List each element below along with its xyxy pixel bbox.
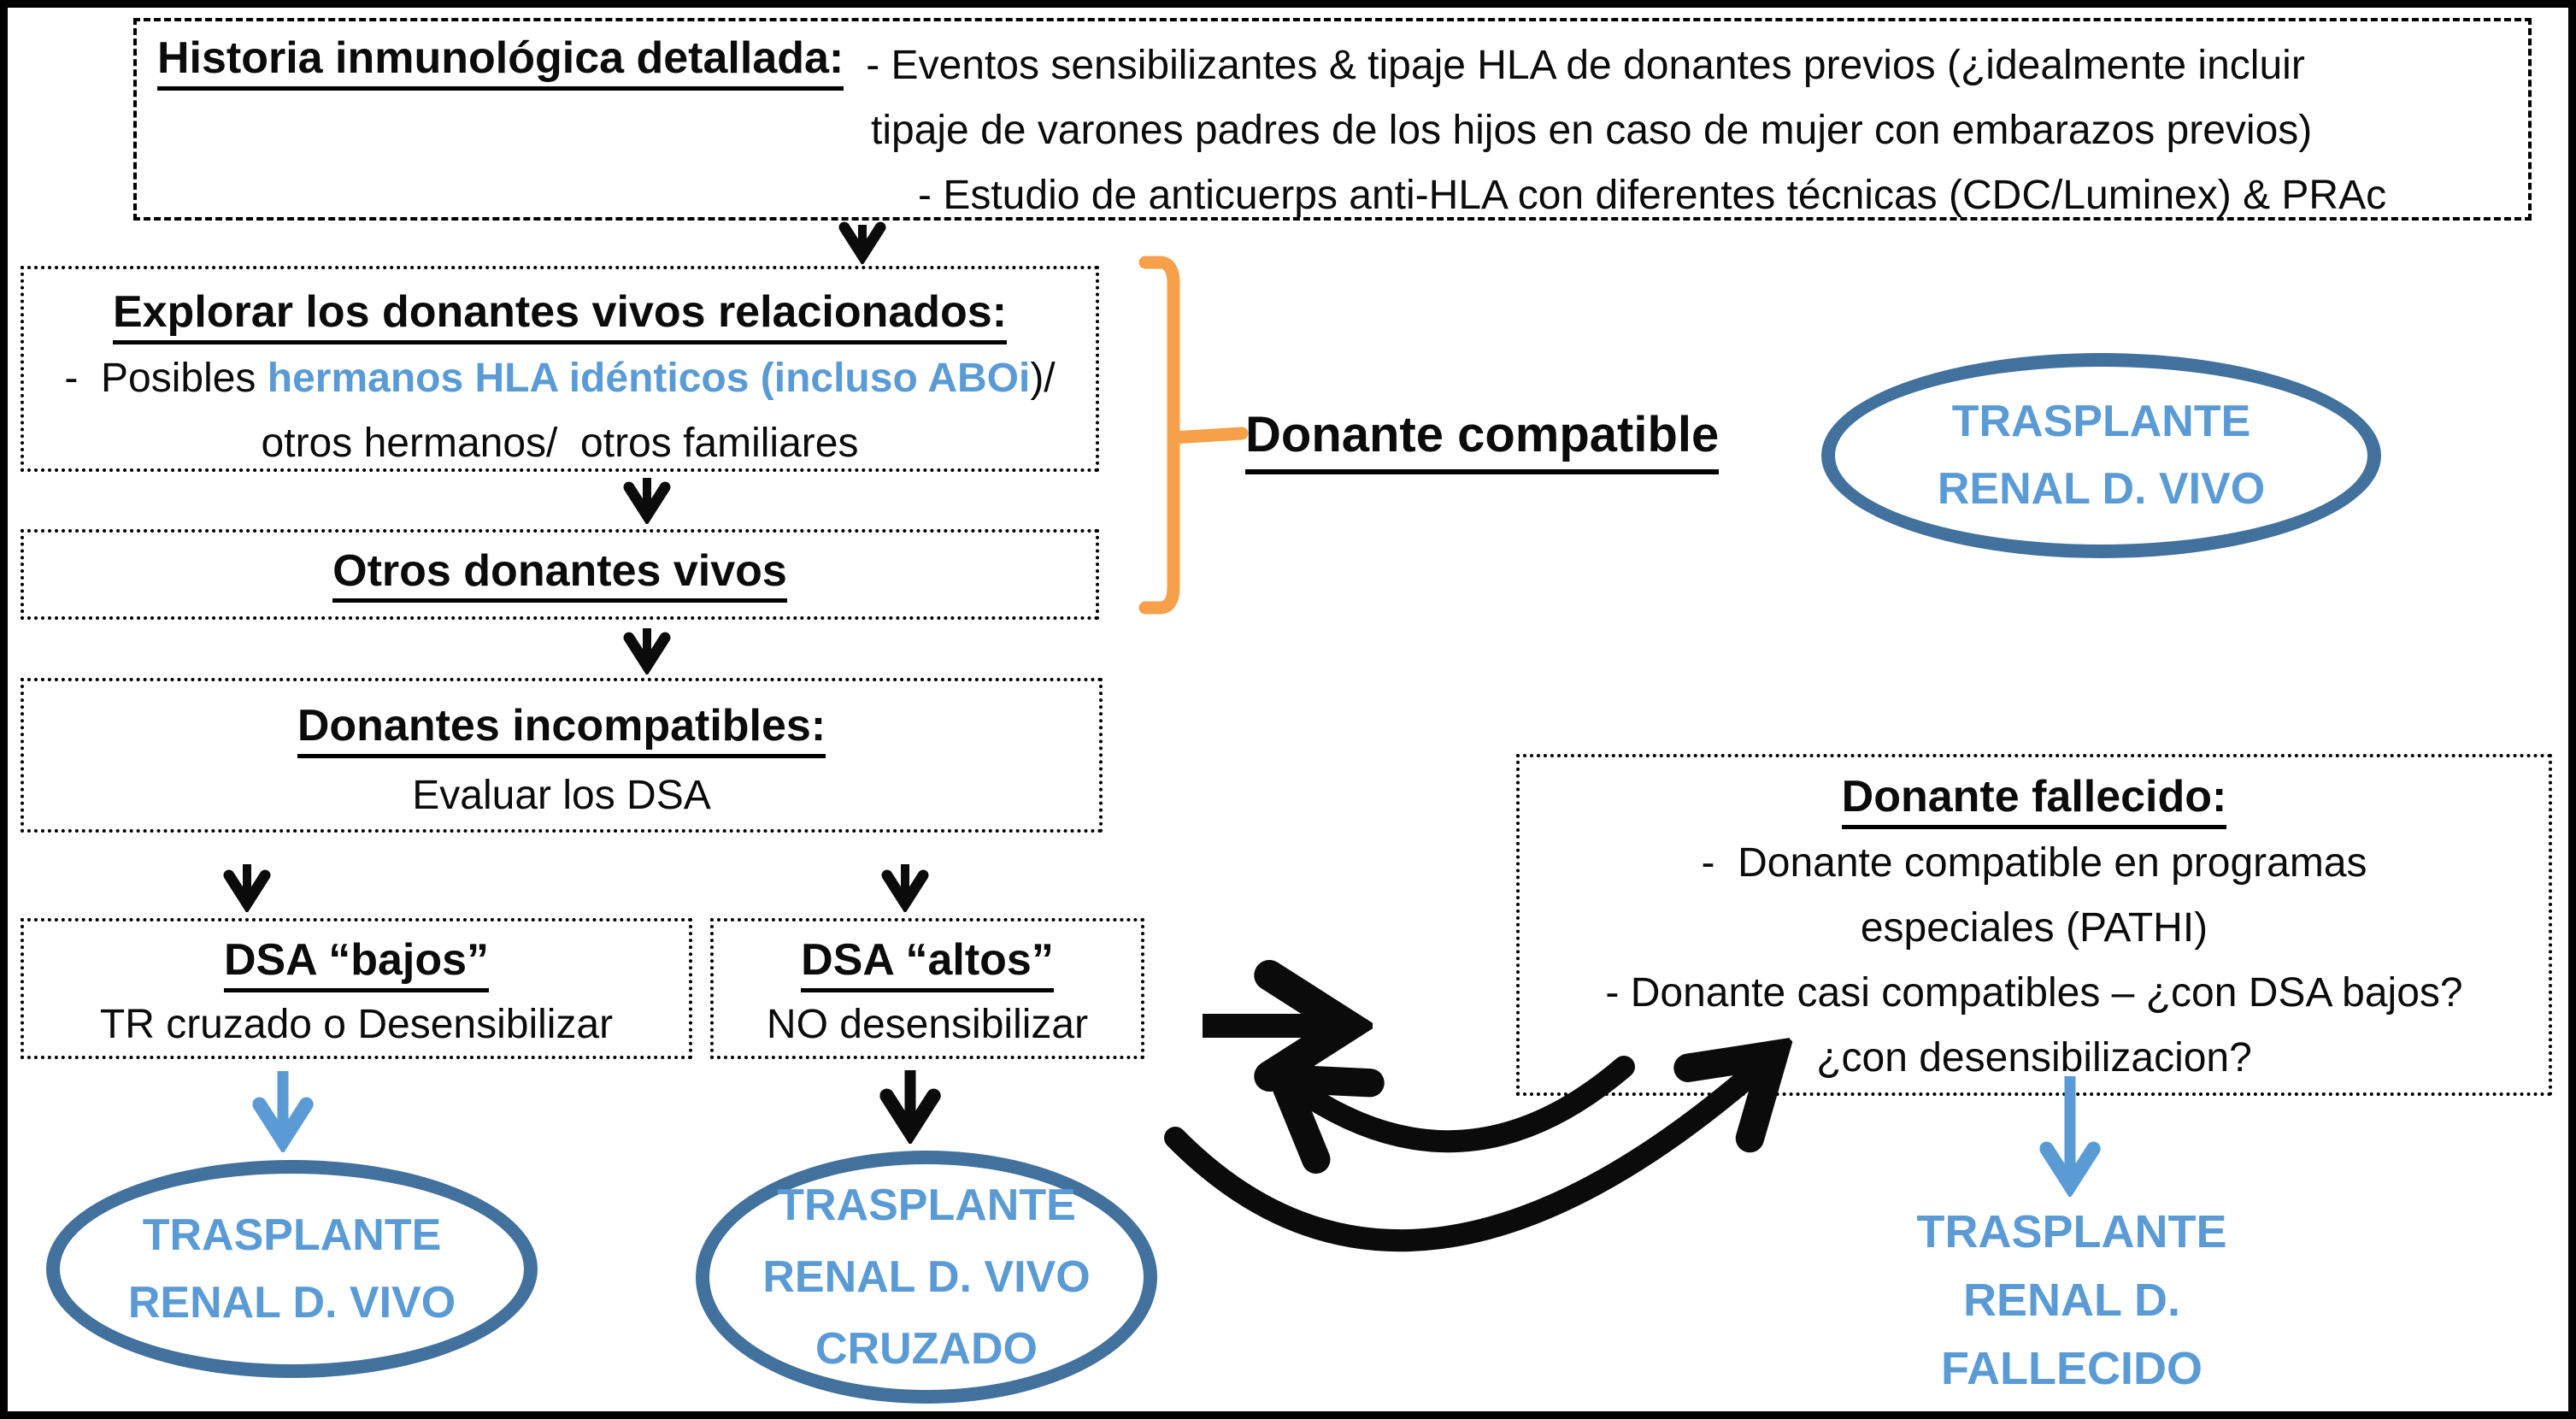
historia-line2: tipaje de varones padres de los hijos en…	[871, 108, 2313, 153]
ellipse-top-line2: RENAL D. VIVO	[1937, 464, 2266, 514]
dsa-bajos-subtitle: TR cruzado o Desensibilizar	[99, 1002, 614, 1047]
box-donantes-incompatibles: Donantes incompatibles: Evaluar los DSA	[21, 678, 1103, 833]
ellipse-left-line2: RENAL D. VIVO	[127, 1277, 456, 1328]
box-donante-fallecido: Donante fallecido: - Donante compatible …	[1516, 754, 2552, 1096]
box-dsa-bajos: DSA “bajos” TR cruzado o Desensibilizar	[21, 918, 692, 1059]
ellipse-trasplante-renal-vivo-left: TRASPLANTE RENAL D. VIVO	[46, 1160, 538, 1378]
ellipse-trasplante-renal-vivo-cruzado: TRASPLANTE RENAL D. VIVO CRUZADO	[696, 1151, 1157, 1404]
incompatibles-subtitle: Evaluar los DSA	[412, 773, 711, 818]
incompatibles-title: Donantes incompatibles:	[297, 701, 826, 758]
fallecido-line2: especiales (PATHI)	[1860, 905, 2208, 951]
dsa-altos-subtitle: NO desensibilizar	[766, 1002, 1089, 1047]
box-explorar-donantes-vivos: Explorar los donantes vivos relacionados…	[21, 266, 1099, 472]
dsa-altos-title: DSA “altos”	[801, 935, 1054, 992]
ellipse-top-line1: TRASPLANTE	[1951, 397, 2251, 446]
ellipse-mid-line3: CRUZADO	[815, 1324, 1038, 1374]
dsa-bajos-title: DSA “bajos”	[223, 935, 490, 992]
outcome-line1: TRASPLANTE	[1916, 1206, 2227, 1257]
outcome-line3: FALLECIDO	[1941, 1343, 2203, 1394]
outcome-trasplante-renal-fallecido: TRASPLANTE RENAL D. FALLECIDO	[1875, 1198, 2268, 1403]
fallecido-line1: - Donante compatible en programas	[1701, 840, 2367, 886]
historia-title: Historia inmunológica detallada:	[157, 33, 844, 91]
explorar-item-line: - Posibles hermanos HLA idénticos (inclu…	[64, 356, 1056, 401]
ellipse-mid-line1: TRASPLANTE	[777, 1181, 1076, 1230]
historia-line1: - Eventos sensibilizantes & tipaje HLA d…	[866, 43, 2305, 88]
fallecido-title: Donante fallecido:	[1841, 772, 2227, 829]
explorar-line2: otros hermanos/ otros familiares	[261, 421, 859, 466]
outcome-line2: RENAL D.	[1962, 1275, 2181, 1326]
box-otros-donantes-vivos: Otros donantes vivos	[21, 529, 1099, 620]
fallecido-line4: ¿con desensibilizacion?	[1816, 1035, 2252, 1080]
box-historia-inmunologica: Historia inmunológica detallada: - Event…	[133, 18, 2532, 221]
donante-compatible-label: Donante compatible	[1245, 406, 1720, 474]
ellipse-mid-line2: RENAL D. VIVO	[762, 1252, 1091, 1302]
orange-bracket-icon	[1138, 256, 1180, 615]
explorar-item-highlight: hermanos HLA idénticos (incluso ABOi	[267, 356, 1031, 401]
fallecido-line3: - Donante casi compatibles – ¿con DSA ba…	[1605, 970, 2463, 1016]
ellipse-left-line1: TRASPLANTE	[142, 1210, 442, 1260]
otros-title: Otros donantes vivos	[332, 546, 787, 604]
box-dsa-altos: DSA “altos” NO desensibilizar	[710, 918, 1144, 1059]
explorar-title: Explorar los donantes vivos relacionados…	[112, 287, 1008, 344]
ellipse-trasplante-renal-vivo-top: TRASPLANTE RENAL D. VIVO	[1821, 353, 2381, 558]
orange-bracket-tick-icon	[1167, 427, 1249, 445]
historia-line3: - Estudio de anticuerps anti-HLA con dif…	[918, 173, 2387, 218]
